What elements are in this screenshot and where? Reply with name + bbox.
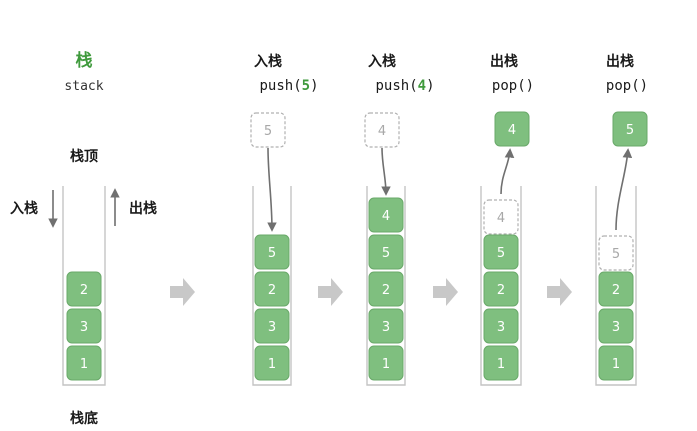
transition-arrow-icon (547, 278, 572, 306)
stack-tube (252, 186, 292, 386)
step-code: push(5) (259, 78, 318, 94)
stack-element (483, 234, 519, 270)
stack-tube (595, 186, 637, 386)
stack-element-value: 2 (268, 283, 276, 298)
incoming-element-value: 5 (264, 124, 272, 139)
popped-element (494, 111, 530, 147)
stack-element-value: 1 (612, 357, 620, 372)
pop-arrow (615, 148, 633, 231)
step-op-label: 出栈 (490, 53, 518, 70)
transition-arrow-icon (170, 278, 195, 306)
legend-stack-tube (62, 186, 106, 386)
step-code: pop() (492, 78, 534, 94)
stack-element (598, 345, 634, 381)
stack-element-value: 1 (497, 357, 505, 372)
incoming-element (250, 112, 286, 148)
stack-element-value: 2 (612, 283, 620, 298)
stack-element (368, 197, 404, 233)
popped-element-value: 5 (626, 123, 634, 138)
stack-element-value: 1 (268, 357, 276, 372)
incoming-element-value: 4 (378, 124, 386, 139)
stack-element (598, 271, 634, 307)
stack-element-value: 2 (382, 283, 390, 298)
stack-element (254, 308, 290, 344)
step-code: pop() (606, 78, 648, 94)
stack-element (598, 308, 634, 344)
legend-subtitle: stack (64, 79, 103, 94)
vacated-slot-value: 4 (497, 211, 505, 226)
stack-element (368, 234, 404, 270)
stack-element (483, 308, 519, 344)
step-push-5: 入栈 push(5) 5 5 2 3 1 (250, 53, 319, 386)
step-push-4: 入栈 push(4) 4 4 5 2 3 1 (364, 53, 435, 386)
incoming-element (364, 112, 400, 148)
stack-element (66, 345, 102, 381)
stack-top-label: 栈顶 (70, 148, 98, 165)
transition-arrow-icon (318, 278, 343, 306)
stack-element (368, 345, 404, 381)
stack-element (66, 271, 102, 307)
stack-element-value: 5 (382, 246, 390, 261)
stack-element (254, 345, 290, 381)
popped-element (612, 111, 648, 147)
stack-element-value: 3 (268, 320, 276, 335)
stack-element-value: 5 (268, 246, 276, 261)
stack-tube (480, 186, 522, 386)
stack-element-value: 2 (80, 283, 88, 298)
stack-bottom-label: 栈底 (70, 410, 98, 427)
step-op-label: 入栈 (254, 53, 282, 70)
pop-label: 出栈 (129, 200, 157, 217)
stack-element (483, 345, 519, 381)
step-pop-5: 出栈 pop() 5 5 2 3 1 (595, 53, 648, 386)
step-op-label: 出栈 (606, 53, 634, 70)
legend: 栈 stack 栈顶 栈底 入栈 出栈 2 3 1 (10, 50, 157, 427)
transition-arrows (170, 278, 572, 306)
stack-element-value: 3 (497, 320, 505, 335)
push-label: 入栈 (10, 200, 38, 217)
stack-element (254, 271, 290, 307)
stack-element (483, 271, 519, 307)
stack-element-value: 4 (382, 209, 390, 224)
legend-title: 栈 (76, 50, 93, 71)
stack-element (368, 308, 404, 344)
stack-element (368, 271, 404, 307)
popped-element-value: 4 (508, 123, 516, 138)
stack-element-value: 3 (612, 320, 620, 335)
stack-element (254, 234, 290, 270)
stack-element-value: 1 (80, 357, 88, 372)
push-arrow (267, 147, 277, 232)
stack-element-value: 1 (382, 357, 390, 372)
stack-element-value: 3 (80, 320, 88, 335)
step-pop-4: 出栈 pop() 4 4 5 2 3 1 (480, 53, 534, 386)
stack-element (66, 308, 102, 344)
vacated-slot-value: 5 (612, 247, 620, 262)
stack-tube (366, 186, 406, 386)
step-code: push(4) (375, 78, 434, 94)
pop-arrow (500, 148, 515, 195)
step-op-label: 入栈 (368, 53, 396, 70)
vacated-slot (598, 235, 634, 271)
vacated-slot (483, 199, 519, 235)
transition-arrow-icon (433, 278, 458, 306)
stack-element-value: 5 (497, 246, 505, 261)
stack-element-value: 3 (382, 320, 390, 335)
stack-element-value: 2 (497, 283, 505, 298)
push-arrow (381, 147, 391, 196)
